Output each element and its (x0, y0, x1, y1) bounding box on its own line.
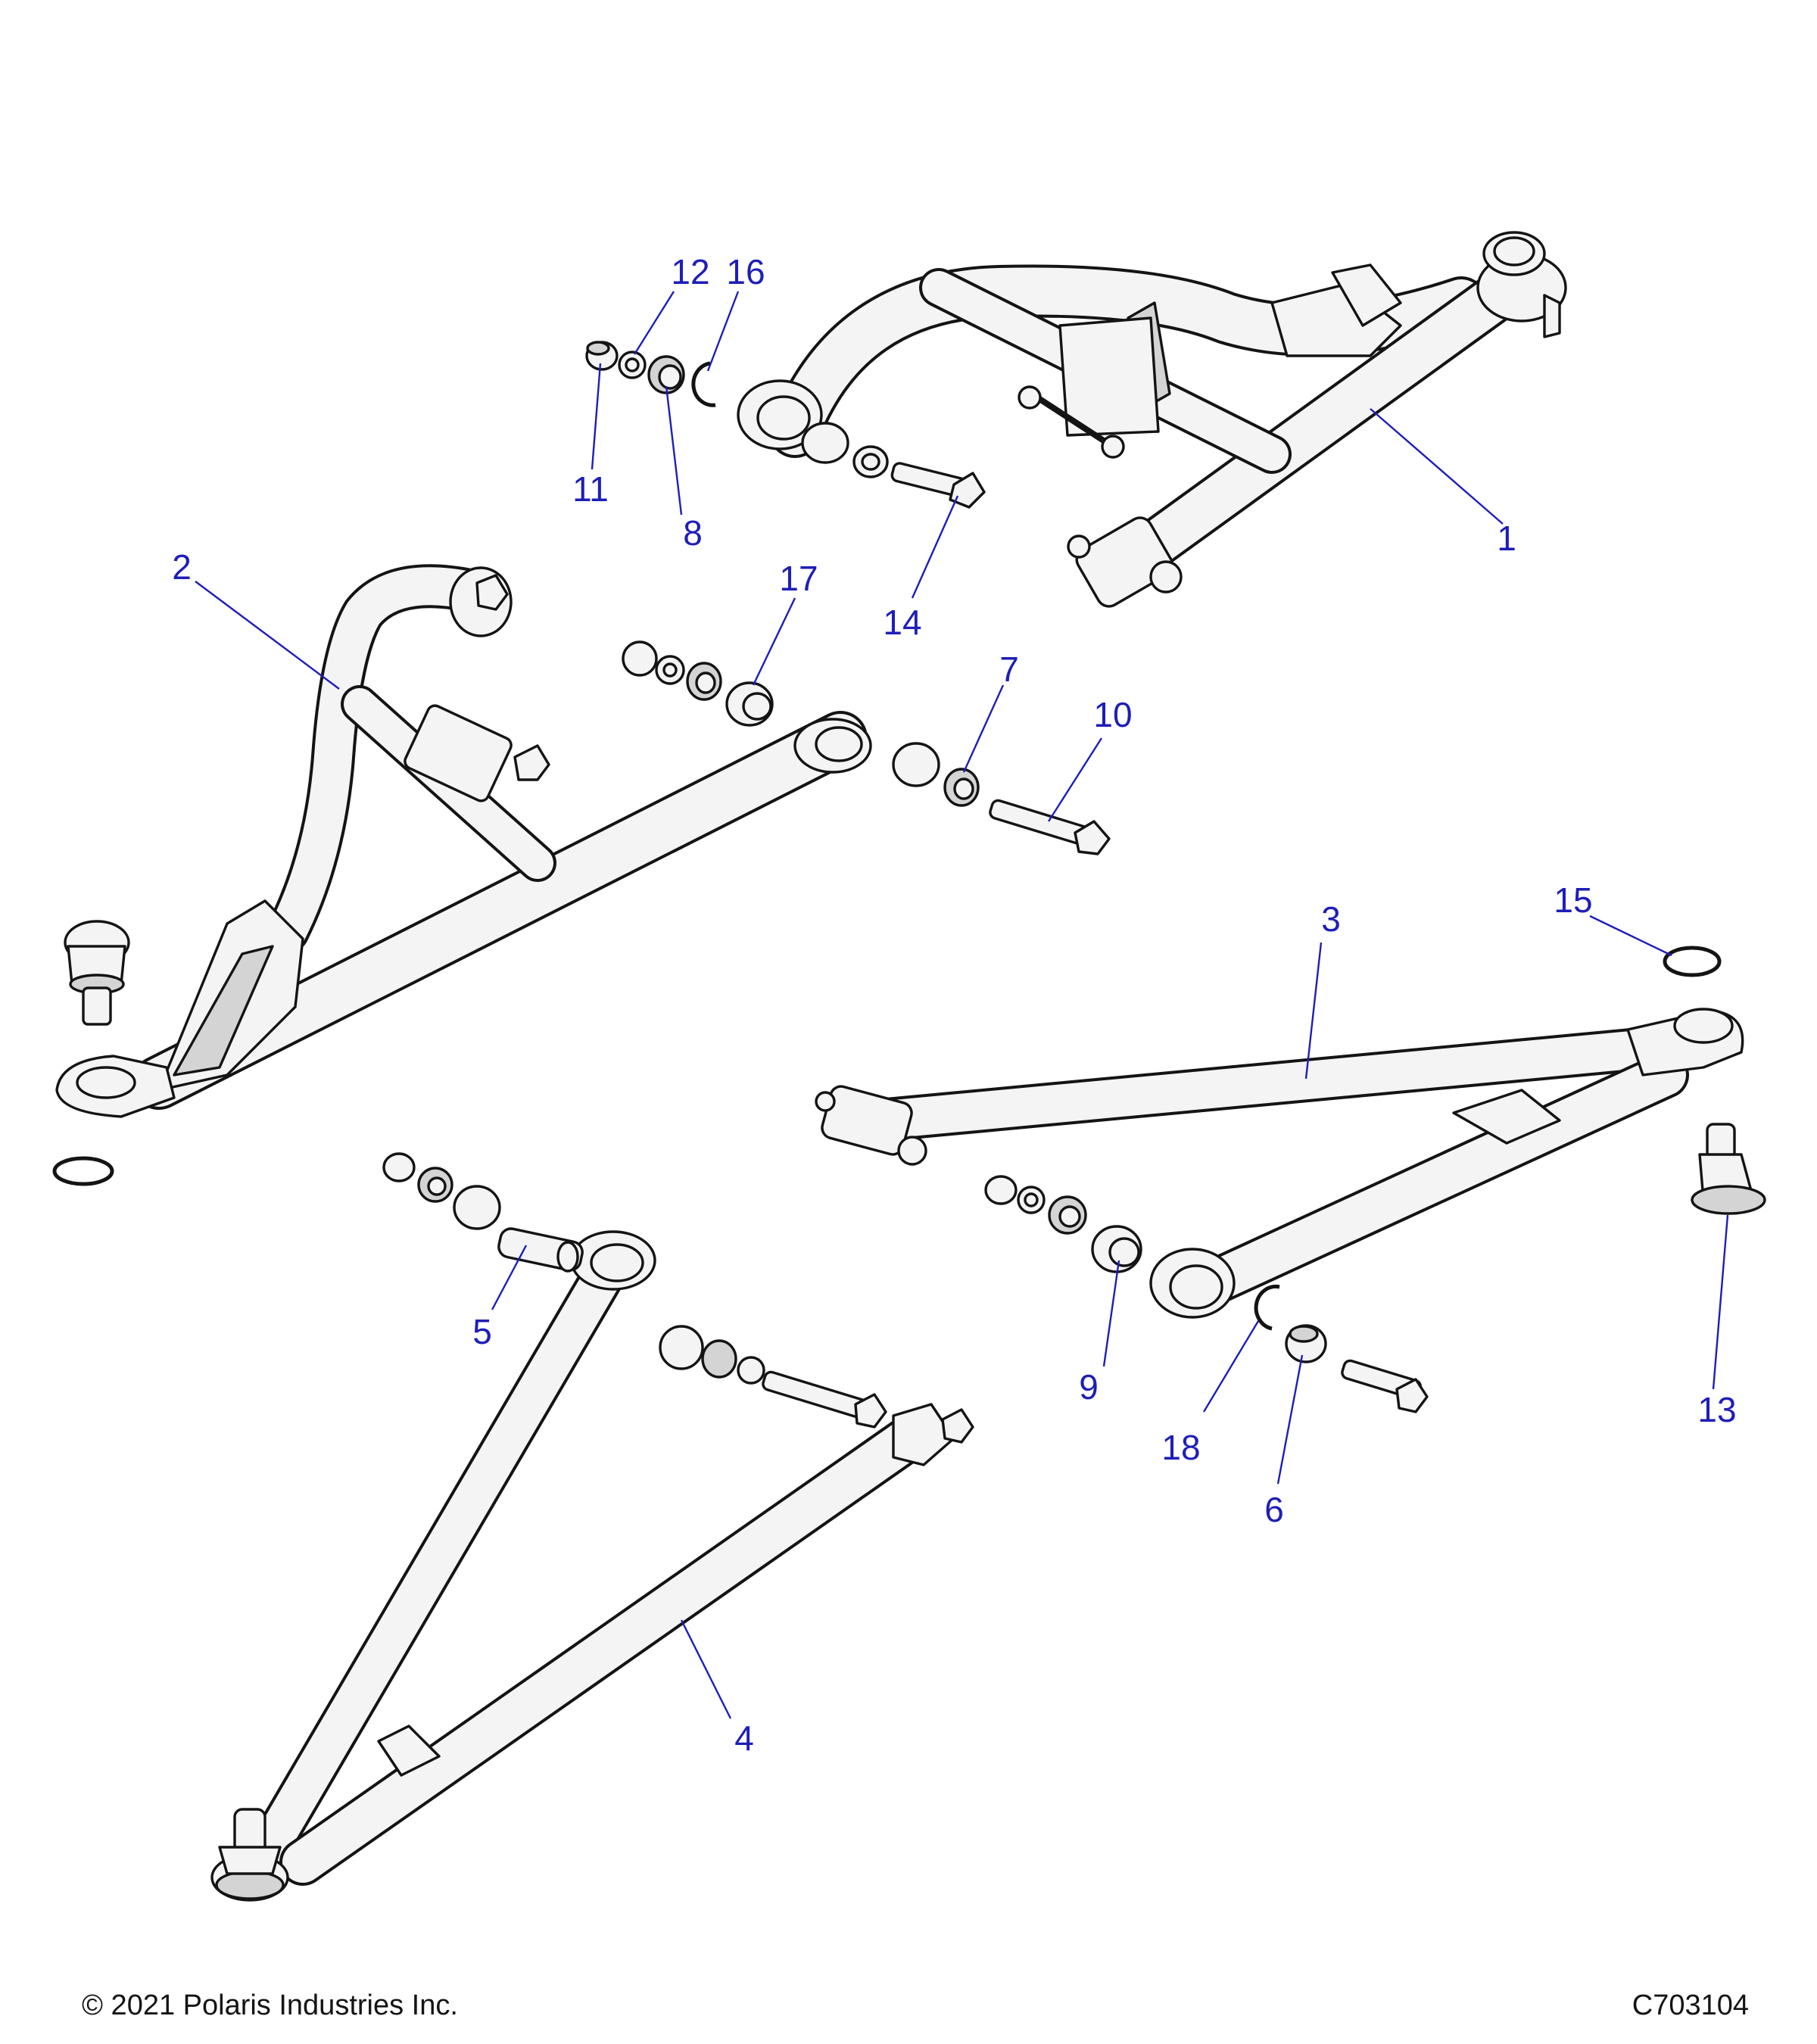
part-3-pivot-hardware[interactable] (984, 1175, 1087, 1235)
callout-10[interactable]: 10 (1093, 695, 1132, 734)
part-2-lower-control-arm[interactable] (55, 564, 872, 1118)
part-17-spacer[interactable] (725, 681, 774, 727)
callout-1[interactable]: 1 (1497, 519, 1516, 558)
snap-ring-left[interactable] (52, 1156, 114, 1186)
callout-6[interactable]: 6 (1264, 1490, 1284, 1529)
callout-5[interactable]: 5 (472, 1312, 492, 1351)
part-8-bushing[interactable] (647, 355, 685, 394)
part-11-flange-nut[interactable] (585, 341, 619, 371)
part-4-pivot-hardware[interactable] (382, 1152, 887, 1429)
callout-17[interactable]: 17 (779, 559, 818, 598)
callout-14[interactable]: 14 (883, 603, 921, 642)
leader-lines (195, 291, 1729, 1719)
part-1-upper-control-arm[interactable] (737, 231, 1567, 611)
part-1-pivot-hardware[interactable] (801, 422, 986, 509)
callout-18[interactable]: 18 (1161, 1428, 1200, 1467)
callout-2[interactable]: 2 (172, 547, 192, 587)
part-16-snap-ring[interactable] (691, 361, 716, 407)
ball-joint-left[interactable] (64, 920, 130, 1026)
part-13-ball-joint[interactable] (1691, 1123, 1766, 1215)
part-9-spacer[interactable] (1091, 1225, 1142, 1273)
callout-15[interactable]: 15 (1554, 880, 1592, 920)
callout-labels: 1 2 3 4 5 6 7 8 9 10 11 12 13 14 15 16 1… (172, 252, 1736, 1758)
part-6-flange-nut[interactable] (1285, 1324, 1327, 1363)
callout-7[interactable]: 7 (999, 650, 1019, 689)
callout-8[interactable]: 8 (683, 513, 703, 553)
part-3-lower-control-arm[interactable] (815, 1008, 1744, 1319)
callout-16[interactable]: 16 (726, 252, 765, 291)
part-3-bolt[interactable] (1341, 1359, 1429, 1413)
part-15-snap-ring[interactable] (1663, 946, 1722, 977)
part-4-control-arm[interactable] (210, 1230, 974, 1902)
callout-12[interactable]: 12 (671, 252, 709, 291)
callout-3[interactable]: 3 (1321, 899, 1341, 939)
callout-4[interactable]: 4 (734, 1718, 754, 1758)
copyright-notice: © 2021 Polaris Industries Inc. (82, 1989, 458, 2021)
diagram-id: C703104 (1632, 1989, 1749, 2021)
callout-13[interactable]: 13 (1697, 1390, 1736, 1429)
part-18-snap-ring[interactable] (1254, 1284, 1280, 1331)
part-10-bolt[interactable] (989, 799, 1111, 855)
part-12-washer[interactable] (618, 351, 647, 379)
part-7-bushing[interactable] (943, 768, 980, 807)
callout-9[interactable]: 9 (1079, 1367, 1099, 1407)
part-5-sleeve[interactable] (497, 1226, 584, 1273)
part-2-pivot-hardware[interactable] (622, 640, 940, 787)
callout-11[interactable]: 11 (572, 469, 609, 509)
